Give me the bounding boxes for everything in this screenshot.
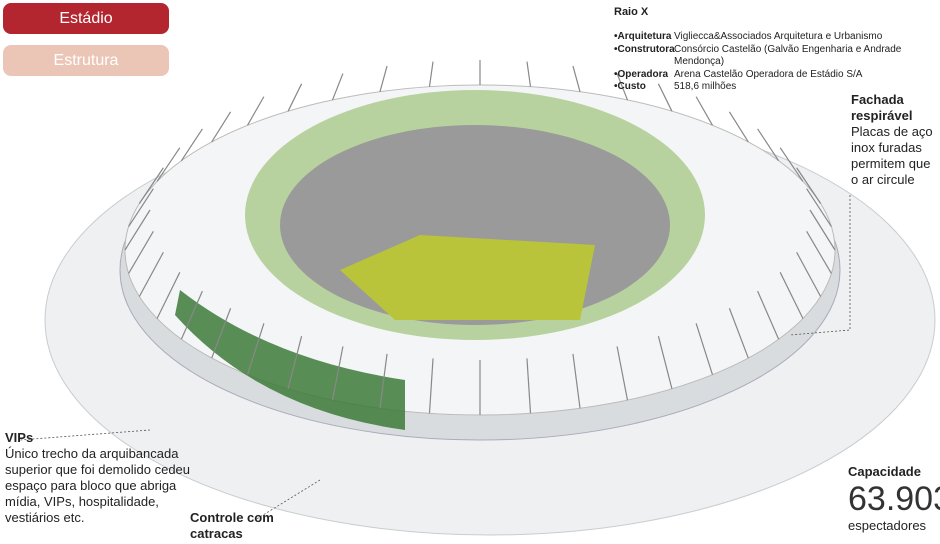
roof-mast <box>695 323 714 375</box>
roof-mast <box>180 290 203 340</box>
roof-mast <box>331 346 344 401</box>
roof-mast <box>156 147 181 182</box>
fachada-text: Placas de aço inox furadas permitem que … <box>851 124 933 187</box>
row-value: Vigliecca&Associados Arquitetura e Urban… <box>674 31 883 42</box>
row-key: Arquitetura <box>614 31 674 44</box>
roof-mast <box>138 251 164 297</box>
roof-mast <box>138 167 164 204</box>
roof-mast <box>180 128 203 162</box>
raio-x-title: Raio X <box>614 6 649 18</box>
controle-title: Controle com catracas <box>190 510 274 541</box>
roof-mast <box>211 308 232 359</box>
roof-mast <box>728 111 749 143</box>
tab-estrutura[interactable]: Estrutura <box>3 45 169 76</box>
roof-mast <box>379 65 388 92</box>
capacidade-unit: espectadores <box>848 518 927 533</box>
roof-mast <box>379 353 388 409</box>
roof-mast <box>526 61 532 87</box>
vips-annotation: VIPs Único trecho da arquibancada superi… <box>5 430 195 526</box>
roof-mast <box>287 83 303 112</box>
capacidade-value: 63.903 <box>848 480 940 518</box>
fachada-title: Fachada respirável <box>851 92 913 123</box>
roof-mast <box>796 251 822 297</box>
roof-mast <box>779 147 804 182</box>
roof-mast <box>809 209 836 251</box>
tab-estadio[interactable]: Estádio <box>3 3 169 34</box>
roof-mast <box>806 231 832 274</box>
roof-mast <box>572 353 581 409</box>
roof-mast <box>331 73 344 101</box>
roof-mast <box>695 96 713 126</box>
roof-mast <box>124 209 151 251</box>
roof-mast <box>657 336 673 389</box>
roof-mast <box>806 188 832 227</box>
roof-mast <box>616 346 629 401</box>
capacidade-title: Capacidade <box>848 464 921 479</box>
roof-mast <box>779 272 804 319</box>
roof-mast <box>757 128 780 162</box>
roof-mast <box>128 231 154 274</box>
roof-mast <box>246 323 265 375</box>
row-value: Consórcio Castelão (Galvão Engenharia e … <box>674 43 902 68</box>
roof-mast <box>211 111 232 143</box>
roof-mast <box>572 65 581 92</box>
row-value: Arena Castelão Operadora de Estádio S/A <box>674 68 863 80</box>
capacidade-block: Capacidade 63.903 espectadores <box>848 464 940 534</box>
vips-text: Único trecho da arquibancada superior qu… <box>5 446 191 525</box>
vips-title: VIPs <box>5 430 34 445</box>
roof-mast <box>156 272 181 319</box>
roof-mast <box>247 96 265 126</box>
roof-mast <box>796 167 822 204</box>
row-key: Custo <box>614 81 674 94</box>
roof-mast <box>428 358 434 414</box>
roof-mast <box>128 188 154 227</box>
fachada-annotation: Fachada respirável Placas de aço inox fu… <box>851 92 940 188</box>
row-key: Construtora <box>614 44 675 69</box>
roof-mast <box>526 358 532 414</box>
pitch <box>340 235 595 320</box>
row-key: Operadora <box>614 69 674 82</box>
roof-mast <box>428 61 434 87</box>
row-value: 518,6 milhões <box>674 81 737 92</box>
roof-mast <box>728 308 749 359</box>
vip-block <box>175 290 405 430</box>
controle-annotation: Controle com catracas <box>190 510 280 542</box>
roof-mast <box>757 290 780 340</box>
roof-mast <box>287 336 303 389</box>
